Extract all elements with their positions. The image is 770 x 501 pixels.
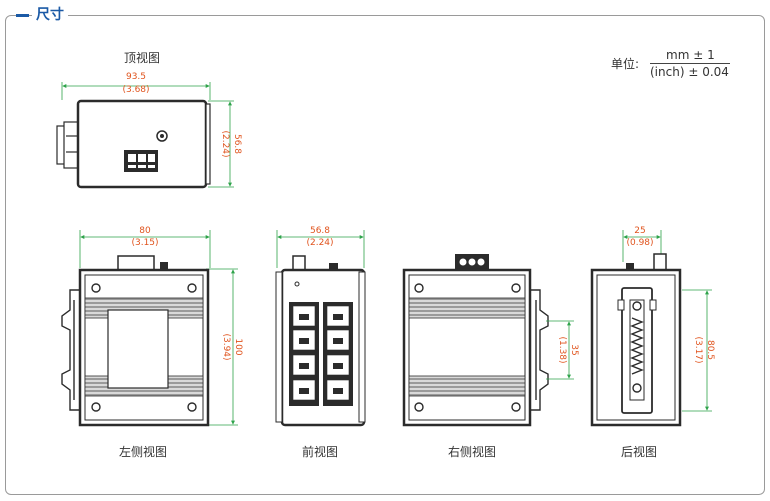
top-din-clip	[56, 121, 81, 169]
rear-height-mm: 80.5	[705, 340, 715, 360]
top-view-height-dimension	[208, 100, 234, 188]
front-view-label: 前视图	[302, 445, 339, 459]
right-height-in: (1.38)	[557, 336, 567, 363]
left-height-in: (3.94)	[221, 333, 231, 360]
left-view-drawing: 80 (3.15) 100 (3.94)	[61, 226, 243, 427]
left-screw-icons	[91, 283, 197, 412]
right-din-clip	[530, 289, 549, 411]
front-view-width-dimension	[276, 230, 365, 268]
front-width-mm: 56.8	[310, 226, 330, 236]
rear-width-mm: 25	[634, 226, 645, 236]
right-device-body	[402, 268, 532, 427]
rear-width-in: (0.98)	[626, 238, 653, 248]
title-marker	[16, 14, 29, 17]
rear-view-label: 后视图	[621, 445, 658, 459]
units-fraction-bar	[650, 63, 730, 64]
rear-din-rail-bracket	[617, 287, 657, 414]
left-width-mm: 80	[139, 226, 151, 236]
units-denominator: (inch) ± 0.04	[650, 65, 729, 79]
left-label-plate	[107, 309, 169, 389]
left-width-in: (3.15)	[131, 238, 158, 248]
top-height-mm: 56.8	[232, 134, 242, 154]
rear-view-drawing: 25 (0.98) 80.5 (3.17)	[590, 226, 715, 427]
right-view-drawing: 35 (1.38)	[402, 254, 579, 427]
units-label: 单位:	[611, 57, 640, 71]
left-view-width-dimension	[79, 230, 211, 268]
power-terminal-icon	[124, 150, 158, 172]
front-view-drawing: 56.8 (2.24)	[275, 226, 366, 427]
rear-height-in: (3.17)	[693, 336, 703, 363]
right-terminal-icon	[455, 254, 489, 270]
right-view-height-dimension	[546, 320, 574, 380]
right-view-label: 右侧视图	[448, 445, 497, 459]
left-din-clip	[61, 289, 80, 411]
right-height-mm: 35	[569, 344, 579, 355]
left-terminal-icon	[117, 255, 155, 271]
top-width-in: (3.68)	[122, 85, 149, 95]
power-led-icon	[294, 281, 300, 287]
right-screw-icons	[414, 283, 521, 412]
top-view-drawing: 93.5 (3.68) 56.8 (2.24)	[56, 72, 242, 189]
din-spring-icon	[630, 317, 644, 375]
top-view-label: 顶视图	[124, 51, 161, 65]
top-view-width-dimension	[61, 82, 211, 100]
section-title: 尺寸	[32, 5, 68, 25]
dimensions-frame	[5, 15, 765, 495]
top-device-body	[76, 99, 208, 189]
top-width-mm: 93.5	[126, 72, 146, 82]
left-view-label: 左侧视图	[119, 445, 168, 459]
left-view-height-dimension	[206, 268, 238, 426]
top-height-in: (2.24)	[220, 130, 230, 157]
left-height-mm: 100	[233, 338, 243, 355]
front-width-in: (2.24)	[306, 238, 333, 248]
rear-view-height-dimension	[682, 289, 712, 412]
units-numerator: mm ± 1	[666, 48, 715, 62]
